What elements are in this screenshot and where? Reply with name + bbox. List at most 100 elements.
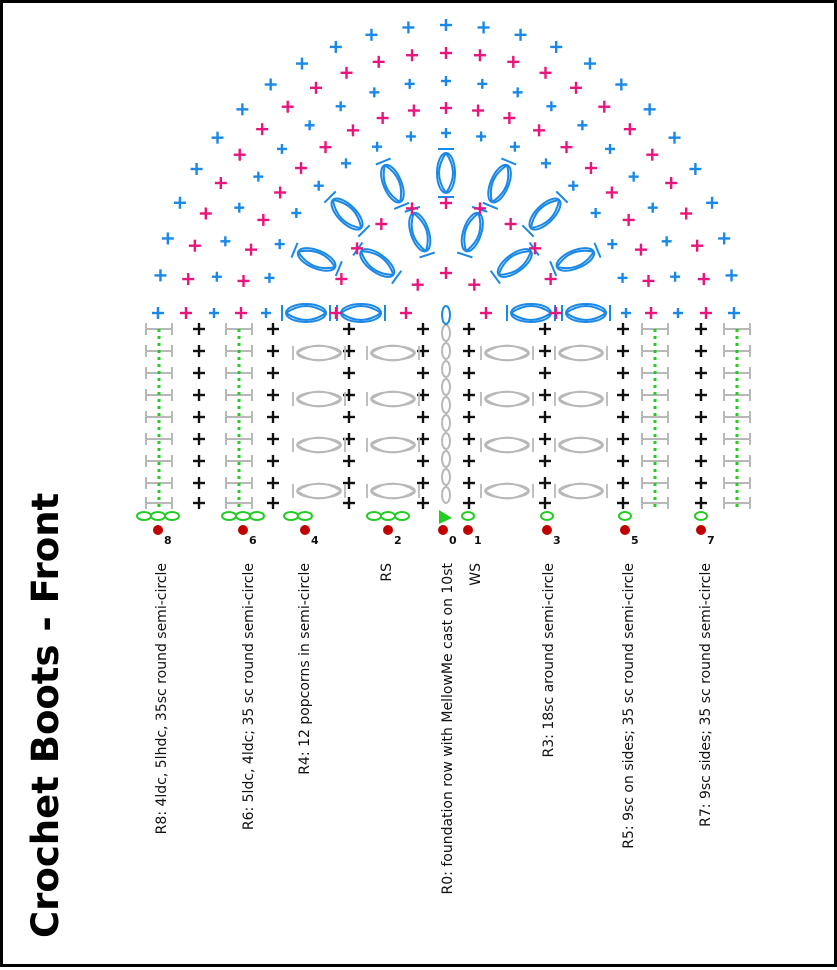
sc-stitch-r8 bbox=[706, 196, 719, 209]
sc-stitch bbox=[463, 411, 475, 423]
sc-stitch bbox=[695, 389, 707, 401]
popcorn-stitch bbox=[480, 390, 534, 408]
sc-stitch bbox=[695, 411, 707, 423]
sc-stitch-r3 bbox=[351, 242, 364, 255]
start-triangle-icon bbox=[439, 510, 452, 524]
sc-stitch-r7 bbox=[180, 307, 192, 319]
sc-stitch-r6-inner bbox=[441, 128, 451, 138]
sc-stitch-r8 bbox=[615, 78, 628, 91]
chain-stitch bbox=[441, 360, 451, 378]
sc-stitch-r6-inner bbox=[541, 158, 552, 169]
sc-stitch bbox=[463, 433, 475, 445]
row-label-6: R6: 5ldc, 4ldc; 35 sc round semi-circle bbox=[241, 563, 257, 830]
sc-stitch-r6-inner bbox=[340, 158, 351, 169]
sc-stitch-r8 bbox=[161, 232, 174, 245]
sc-stitch-r1 bbox=[440, 267, 452, 279]
popcorn-stitch bbox=[366, 436, 420, 454]
sc-stitch-r1 bbox=[468, 278, 481, 291]
sc-stitch bbox=[617, 389, 629, 401]
sc-stitch-r5 bbox=[237, 274, 250, 287]
chain-stitch bbox=[694, 511, 708, 521]
sc-stitch bbox=[617, 411, 629, 423]
chain-stitch bbox=[150, 511, 166, 521]
sc-stitch bbox=[417, 411, 429, 423]
popcorn-stitch bbox=[366, 390, 420, 408]
sc-stitch-r5 bbox=[257, 213, 270, 226]
sc-stitch-r5 bbox=[235, 307, 247, 319]
sc-stitch bbox=[695, 367, 707, 379]
sc-stitch-r7 bbox=[281, 100, 294, 113]
sc-stitch-r7 bbox=[188, 239, 201, 252]
sc-stitch bbox=[539, 367, 551, 379]
popcorn-stitch-r4 bbox=[436, 148, 456, 198]
chain-stitch bbox=[394, 511, 410, 521]
chain-stitch bbox=[618, 511, 632, 521]
sc-stitch bbox=[695, 455, 707, 467]
hdc-stitch bbox=[641, 497, 669, 509]
sc-stitch bbox=[267, 477, 279, 489]
sc-stitch bbox=[695, 497, 707, 509]
sc-stitch-r8 bbox=[728, 307, 740, 319]
sc-stitch bbox=[267, 411, 279, 423]
sc-stitch bbox=[463, 323, 475, 335]
sc-stitch-r5 bbox=[622, 213, 635, 226]
row-label-4: R4: 12 popcorns in semi-circle bbox=[297, 563, 313, 775]
hdc-stitch bbox=[641, 433, 669, 445]
sc-stitch-r6 bbox=[234, 202, 245, 213]
row-dot bbox=[463, 525, 473, 535]
sc-stitch-r8 bbox=[584, 57, 596, 70]
diagram-title: Crochet Boots - Front bbox=[24, 493, 67, 938]
sc-stitch bbox=[267, 389, 279, 401]
popcorn-stitch-r4 bbox=[352, 241, 403, 285]
row-number: 2 bbox=[394, 534, 402, 547]
sc-stitch bbox=[343, 367, 355, 379]
hdc-stitch bbox=[145, 455, 173, 467]
sc-stitch-r6-inner bbox=[291, 207, 302, 218]
sc-stitch bbox=[267, 497, 279, 509]
sc-stitch-r3 bbox=[473, 202, 486, 215]
sc-stitch-r8 bbox=[173, 196, 186, 209]
row-dot bbox=[238, 525, 248, 535]
sc-stitch-r7 bbox=[507, 55, 520, 68]
sc-stitch-r6 bbox=[253, 171, 264, 182]
sc-stitch bbox=[463, 389, 475, 401]
sc-stitch bbox=[463, 367, 475, 379]
sc-stitch-r6-inner bbox=[261, 308, 271, 318]
sc-stitch bbox=[193, 389, 205, 401]
popcorn-stitch-r4 bbox=[404, 205, 436, 259]
sc-stitch-r6 bbox=[369, 87, 380, 98]
sc-stitch-r6-inner bbox=[274, 239, 285, 250]
sc-stitch-r6 bbox=[477, 78, 488, 89]
sc-stitch-r8 bbox=[514, 28, 527, 41]
sc-stitch-r5 bbox=[440, 102, 452, 114]
sc-stitch-r6-inner bbox=[313, 180, 324, 191]
popcorn-stitch bbox=[292, 390, 346, 408]
sc-stitch-r5 bbox=[346, 124, 359, 137]
chain-stitch bbox=[441, 486, 451, 504]
chain-stitch bbox=[235, 511, 251, 521]
sc-stitch bbox=[539, 389, 551, 401]
body-stitch-columns bbox=[145, 305, 751, 511]
sc-stitch bbox=[193, 367, 205, 379]
row-dot bbox=[300, 525, 310, 535]
sc-stitch bbox=[539, 411, 551, 423]
sc-stitch-r5 bbox=[245, 243, 258, 256]
chain-stitch bbox=[283, 511, 299, 521]
chain-stitch bbox=[441, 396, 451, 414]
sc-stitch-r5 bbox=[503, 112, 516, 125]
sc-stitch bbox=[417, 477, 429, 489]
sc-stitch-r7 bbox=[372, 55, 385, 68]
row-label-7: R7: 9sc sides; 35 sc round semi-circle bbox=[698, 563, 714, 827]
sc-stitch bbox=[343, 477, 355, 489]
sc-stitch-r8 bbox=[236, 103, 249, 116]
popcorn-stitch-r4 bbox=[290, 242, 343, 277]
sc-stitch-r8 bbox=[152, 307, 164, 319]
hdc-stitch bbox=[641, 455, 669, 467]
sc-stitch bbox=[343, 497, 355, 509]
sc-stitch bbox=[267, 323, 279, 335]
chain-stitch bbox=[441, 414, 451, 432]
popcorn-stitch-r4 bbox=[323, 190, 371, 238]
sc-stitch-r7 bbox=[473, 49, 486, 62]
sc-stitch bbox=[343, 411, 355, 423]
